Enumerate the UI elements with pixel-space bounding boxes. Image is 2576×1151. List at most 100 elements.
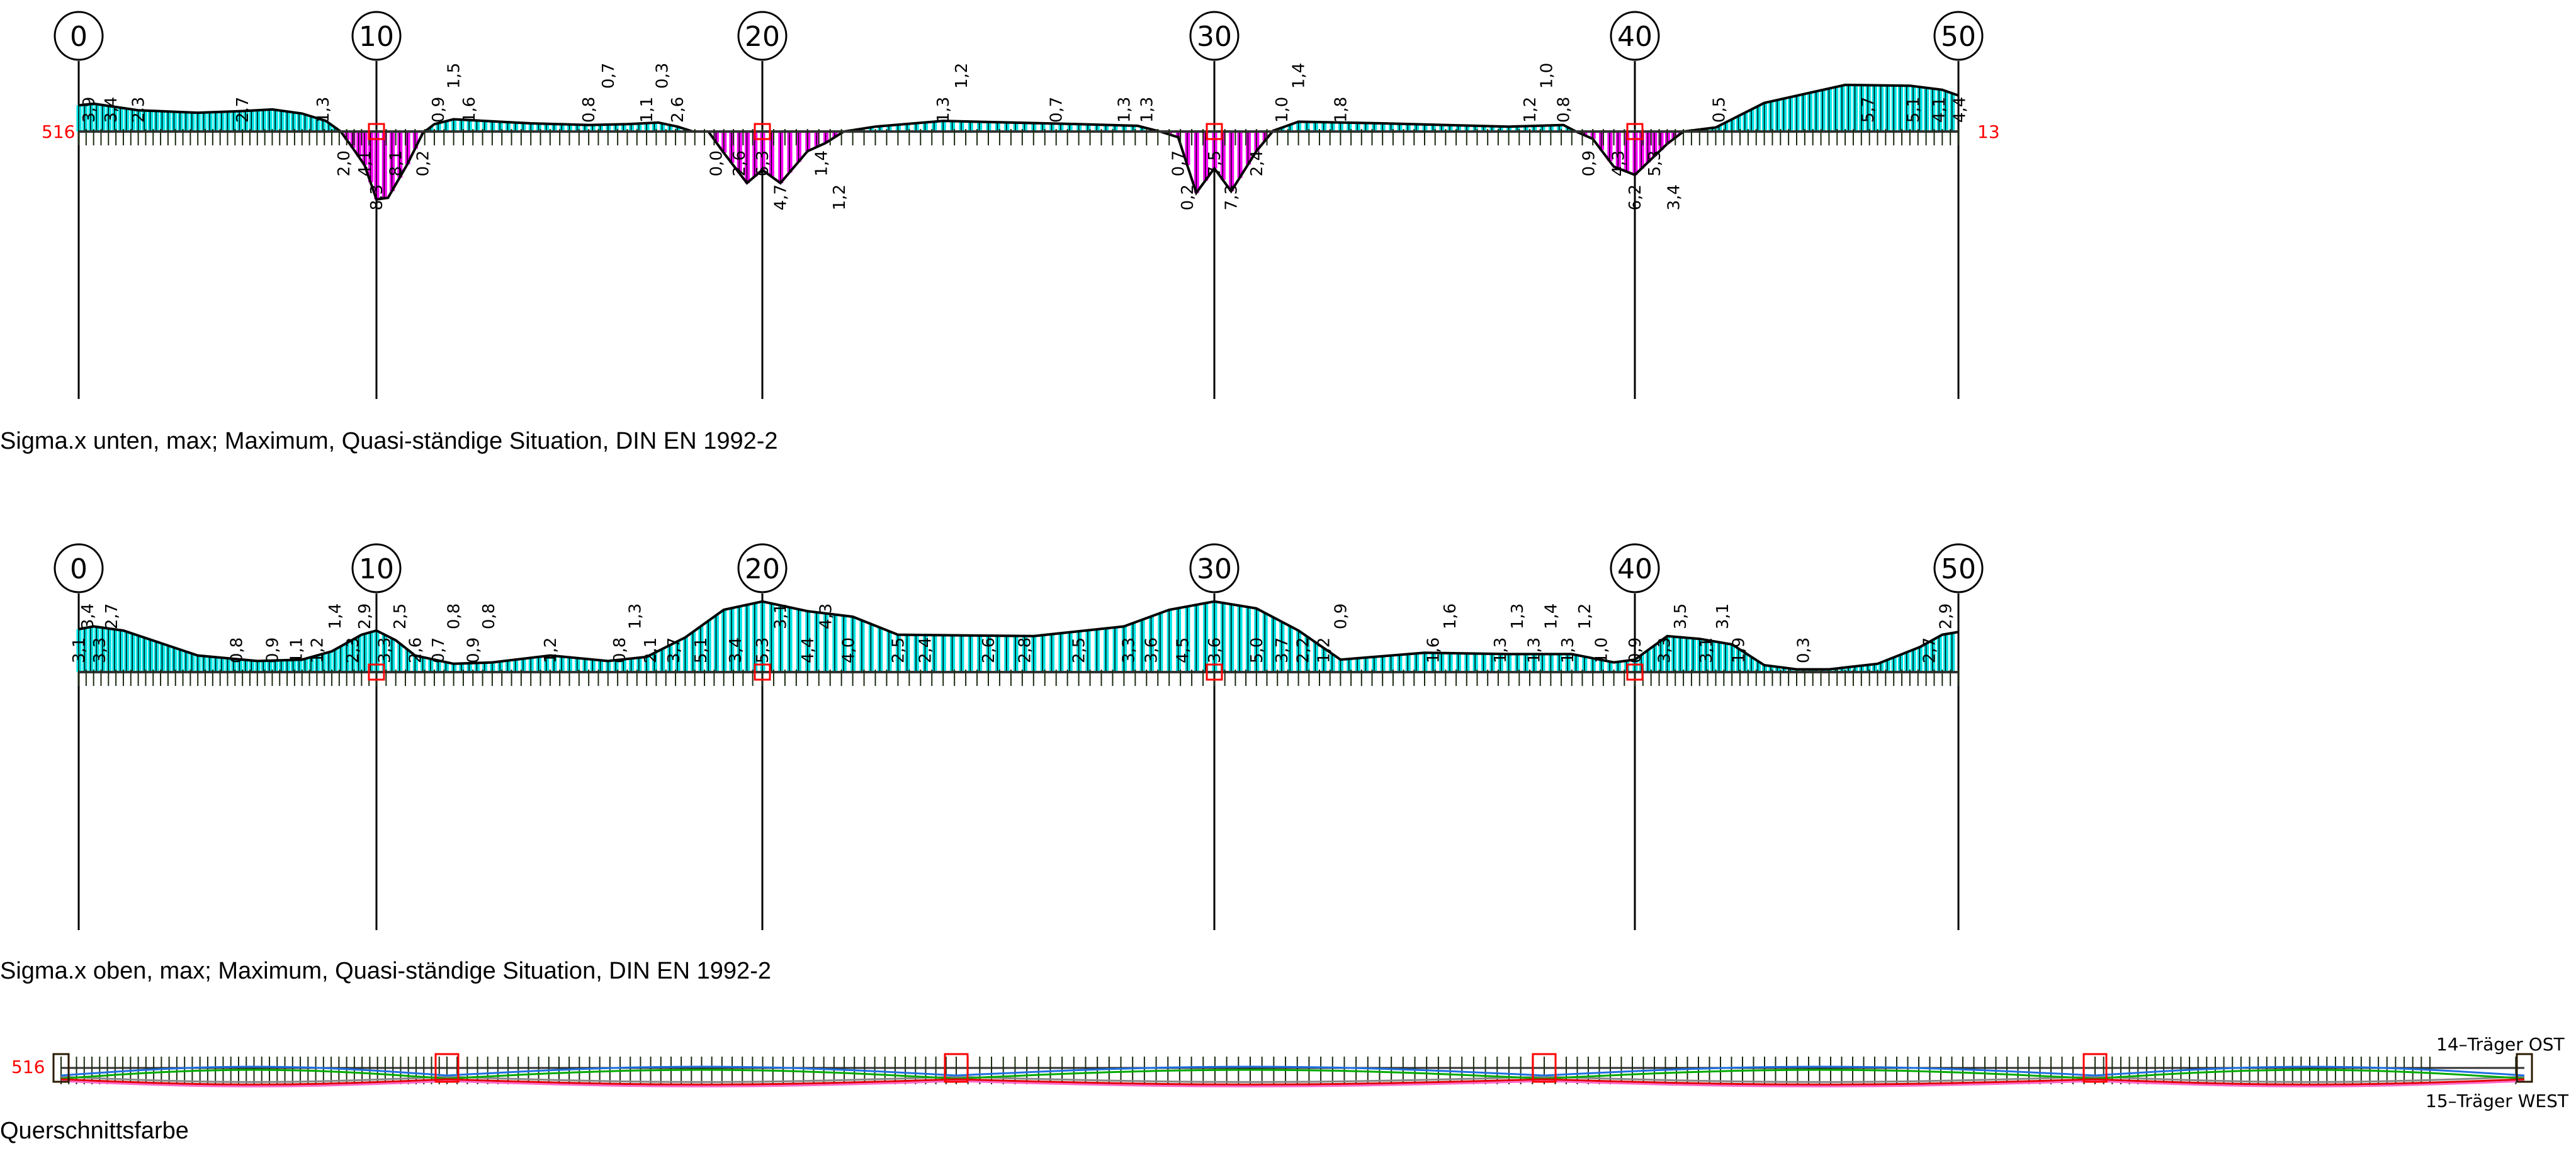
axis-label-10: 10 xyxy=(359,553,394,585)
value-label: 4,7 xyxy=(772,184,791,210)
section-line xyxy=(60,1069,2525,1080)
support-marker xyxy=(1532,1053,1557,1083)
value-label: 2,3 xyxy=(130,97,149,123)
value-label: 0,8 xyxy=(1554,97,1573,123)
value-label: 2,5 xyxy=(889,637,908,663)
value-label: 1,2 xyxy=(541,637,560,663)
value-label: 1,3 xyxy=(934,97,953,123)
value-label: 1,2 xyxy=(830,184,849,210)
axis-circle-50 xyxy=(1933,543,1984,593)
support-marker xyxy=(754,663,771,681)
value-label: 1,0 xyxy=(1273,97,1292,123)
axis-label-0: 0 xyxy=(70,21,88,53)
axis-circle-30 xyxy=(1189,543,1240,593)
section-line xyxy=(60,1080,2525,1087)
axis-circle-0 xyxy=(54,11,104,61)
axis-label-40: 40 xyxy=(1617,21,1652,53)
value-label: 1,2 xyxy=(952,63,971,89)
end-label: 13 xyxy=(1977,121,2000,142)
axis-label-30: 30 xyxy=(1197,21,1232,53)
value-label: 0,2 xyxy=(1178,184,1197,210)
value-label: 0,8 xyxy=(580,97,599,123)
section-line xyxy=(60,1065,2525,1077)
stress-hatch xyxy=(76,601,1955,672)
value-label: 1,8 xyxy=(1331,97,1350,123)
value-label: 3,5 xyxy=(1671,604,1690,629)
support-marker xyxy=(754,123,771,140)
end-marker xyxy=(2516,1053,2533,1083)
girder-label-west: 15–Träger WEST xyxy=(2426,1091,2569,1111)
value-label: 1,1 xyxy=(287,637,306,663)
section-line xyxy=(60,1078,2525,1086)
girder-label-ost: 14–Träger OST xyxy=(2436,1034,2565,1055)
axis-label-20: 20 xyxy=(745,553,780,585)
value-label: 5,0 xyxy=(1248,637,1267,663)
value-label: 3,1 xyxy=(1714,604,1732,629)
value-label: 8,1 xyxy=(387,150,406,176)
value-label: 4,4 xyxy=(799,637,818,663)
value-label: 2,5 xyxy=(1070,637,1089,663)
value-label: 2,6 xyxy=(669,97,687,123)
value-label: 6,3 xyxy=(754,150,772,176)
value-label: 2,6 xyxy=(406,637,425,663)
value-label: 1,2 xyxy=(1315,637,1334,663)
value-label: 2,0 xyxy=(335,150,354,176)
value-label: 0,8 xyxy=(228,637,247,663)
value-label: 1,3 xyxy=(626,604,645,629)
value-label: 0,7 xyxy=(1170,150,1189,176)
value-label: 1,3 xyxy=(314,97,333,123)
value-label: 2,4 xyxy=(1248,150,1267,176)
value-label: 0,9 xyxy=(263,637,282,663)
support-marker xyxy=(944,1053,969,1083)
caption-sigma-unten: Sigma.x unten, max; Maximum, Quasi-ständ… xyxy=(0,428,778,454)
value-label: 1,2 xyxy=(308,637,327,663)
caption-querschnittsfarbe: Querschnittsfarbe xyxy=(0,1118,189,1144)
value-label: 0,9 xyxy=(1331,604,1350,629)
value-label: 1,6 xyxy=(460,97,479,123)
value-label: 2,8 xyxy=(1015,637,1034,663)
value-label: 0,9 xyxy=(1626,637,1645,663)
value-label: 3,3 xyxy=(91,637,110,663)
value-label: 2,5 xyxy=(391,604,410,629)
value-label: 1,3 xyxy=(1508,604,1527,629)
value-label: 0,9 xyxy=(429,97,448,123)
axis-label-50: 50 xyxy=(1941,553,1976,585)
axis-circle-30 xyxy=(1189,11,1240,61)
value-label: 0,7 xyxy=(429,637,448,663)
value-label: 0,2 xyxy=(414,150,433,176)
value-label: 0,7 xyxy=(599,63,618,89)
stress-outline xyxy=(78,83,1959,201)
value-label: 1,4 xyxy=(1542,604,1561,629)
value-label: 4,5 xyxy=(1174,637,1193,663)
axis-circle-20 xyxy=(737,543,788,593)
value-label: 2,6 xyxy=(980,637,998,663)
value-label: 2,9 xyxy=(1936,604,1955,629)
value-label: 0,0 xyxy=(707,150,726,176)
value-label: 0,8 xyxy=(445,604,464,629)
value-label: 0,8 xyxy=(611,637,630,663)
value-label: 1,3 xyxy=(1491,637,1510,663)
support-marker xyxy=(368,663,385,681)
stress-hatch xyxy=(76,84,1955,199)
value-label: 3,1 xyxy=(70,637,89,663)
value-label: 1,2 xyxy=(1576,604,1595,629)
value-label: 2,7 xyxy=(234,97,252,123)
value-label: 0,9 xyxy=(464,637,483,663)
value-label: 2,7 xyxy=(1921,637,1940,663)
value-label: 2,1 xyxy=(641,637,660,663)
value-label: 1,4 xyxy=(326,604,345,629)
value-label: 1,4 xyxy=(1290,63,1309,89)
value-label: 1,1 xyxy=(638,97,657,123)
value-label: 7,5 xyxy=(1206,150,1224,176)
value-label: 1,0 xyxy=(1593,637,1612,663)
value-label: 3,4 xyxy=(102,97,121,123)
value-label: 1,0 xyxy=(1538,63,1557,89)
support-marker xyxy=(1206,663,1223,681)
value-label: 5,1 xyxy=(1904,97,1923,123)
value-label: 2,2 xyxy=(1294,637,1313,663)
value-label: 0,8 xyxy=(480,604,499,629)
value-label: 3,1 xyxy=(1697,637,1716,663)
